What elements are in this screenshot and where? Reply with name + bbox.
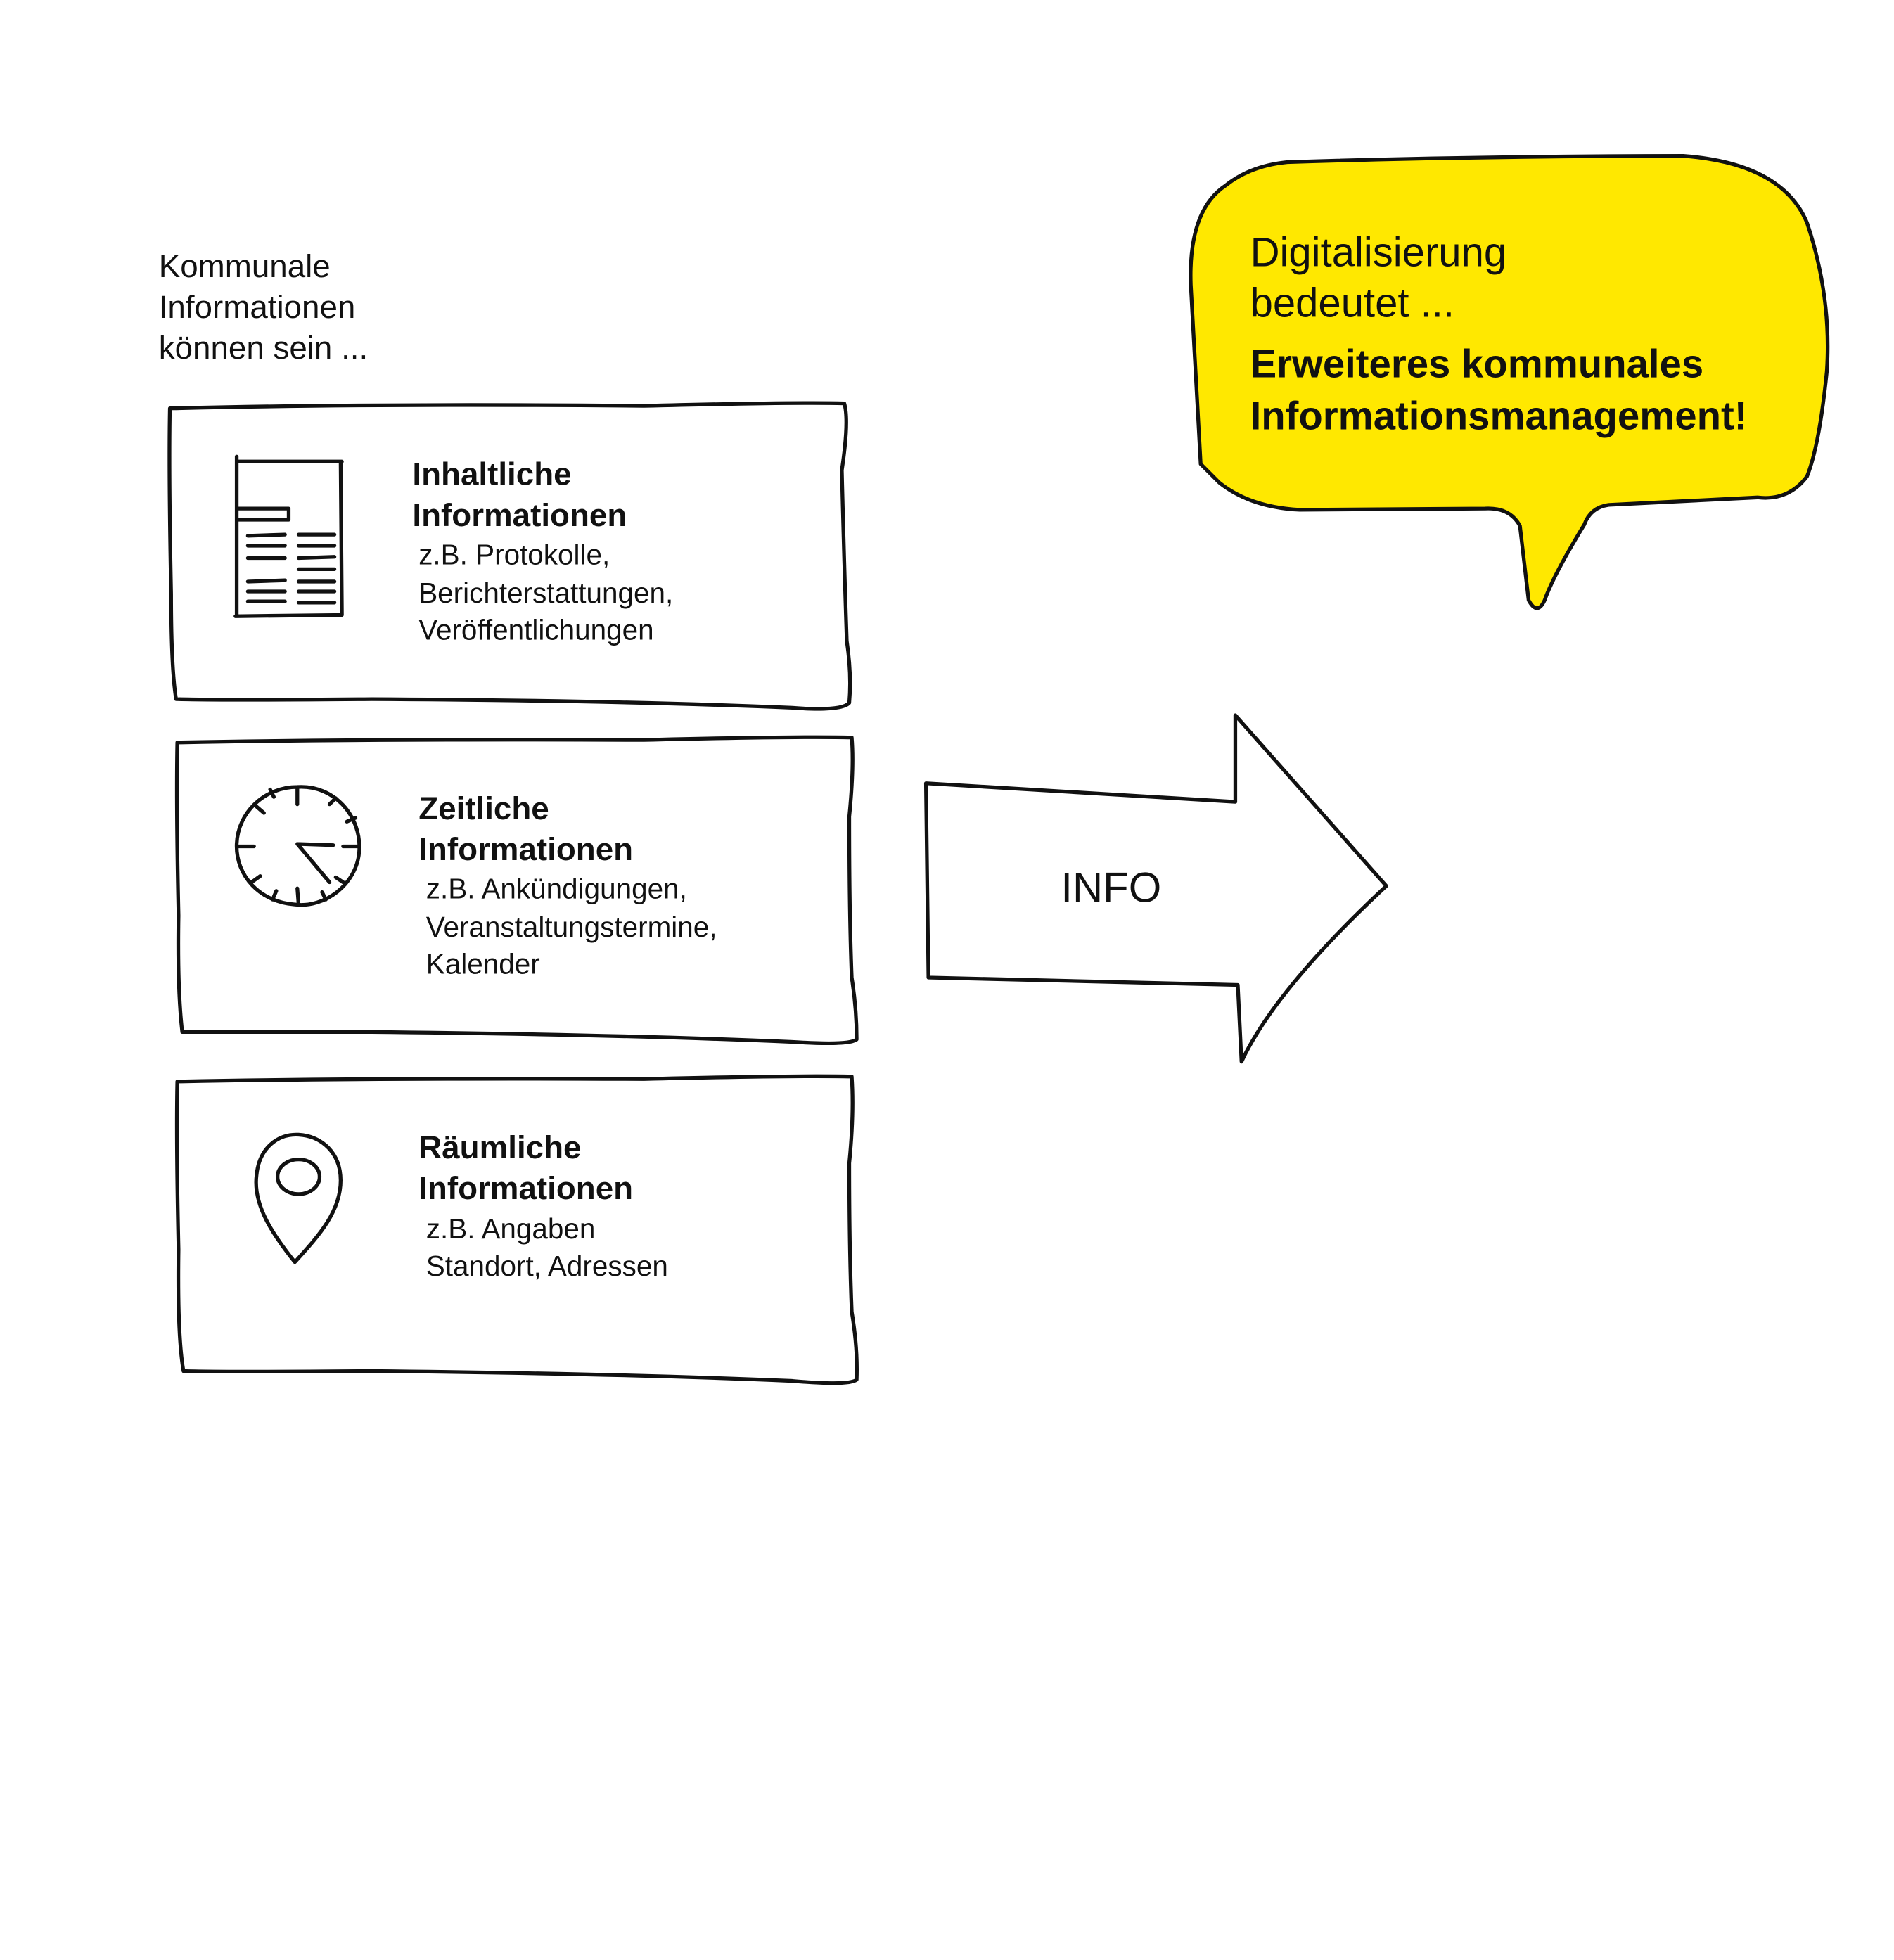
- card-title: Informationen: [418, 831, 633, 867]
- intro-line: Kommunale: [159, 248, 331, 284]
- bubble-line: bedeutet ...: [1250, 280, 1454, 326]
- card-spatial-info: Räumliche Informationen z.B. Angaben Sta…: [174, 1074, 859, 1385]
- card-title: Zeitliche: [418, 790, 549, 826]
- card-time-info: Zeitliche Informationen z.B. Ankündigung…: [174, 735, 859, 1046]
- bubble-emphasis: Erweiteres kommunales: [1250, 342, 1704, 386]
- card-detail: Veröffentlichungen: [418, 614, 653, 646]
- info-arrow: INFO: [923, 713, 1388, 1064]
- card-detail: Kalender: [426, 948, 540, 980]
- clock-icon: [234, 785, 361, 907]
- intro-line: können sein ...: [159, 330, 368, 366]
- speech-bubble: Digitalisierung bedeutet ... Erweiteres …: [1189, 154, 1830, 610]
- card-title: Inhaltliche: [412, 456, 571, 492]
- document-icon: [233, 454, 344, 618]
- intro-text: Kommunale Informationen können sein ...: [159, 248, 368, 366]
- location-pin-icon: [254, 1132, 343, 1264]
- card-detail: Berichterstattungen,: [418, 577, 673, 609]
- card-frame: [174, 735, 859, 1046]
- card-detail: z.B. Angaben: [426, 1212, 596, 1245]
- arrow-shape: [923, 713, 1388, 1064]
- intro-line: Informationen: [159, 289, 356, 325]
- card-detail: Veranstaltungstermine,: [426, 911, 717, 943]
- card-detail: Standort, Adressen: [426, 1250, 668, 1282]
- card-content-info: Inhaltliche Informationen z.B. Protokoll…: [167, 401, 852, 711]
- card-frame: [167, 401, 852, 711]
- bubble-line: Digitalisierung: [1250, 229, 1507, 275]
- arrow-label: INFO: [1061, 864, 1161, 911]
- bubble-emphasis: Informationsmanagement!: [1250, 394, 1748, 438]
- card-detail: z.B. Protokolle,: [418, 538, 610, 570]
- card-title: Räumliche: [418, 1129, 581, 1165]
- card-title: Informationen: [412, 497, 627, 533]
- bubble-shape: [1189, 154, 1830, 610]
- card-frame: [174, 1074, 859, 1385]
- card-title: Informationen: [418, 1170, 633, 1206]
- card-detail: z.B. Ankündigungen,: [426, 872, 687, 904]
